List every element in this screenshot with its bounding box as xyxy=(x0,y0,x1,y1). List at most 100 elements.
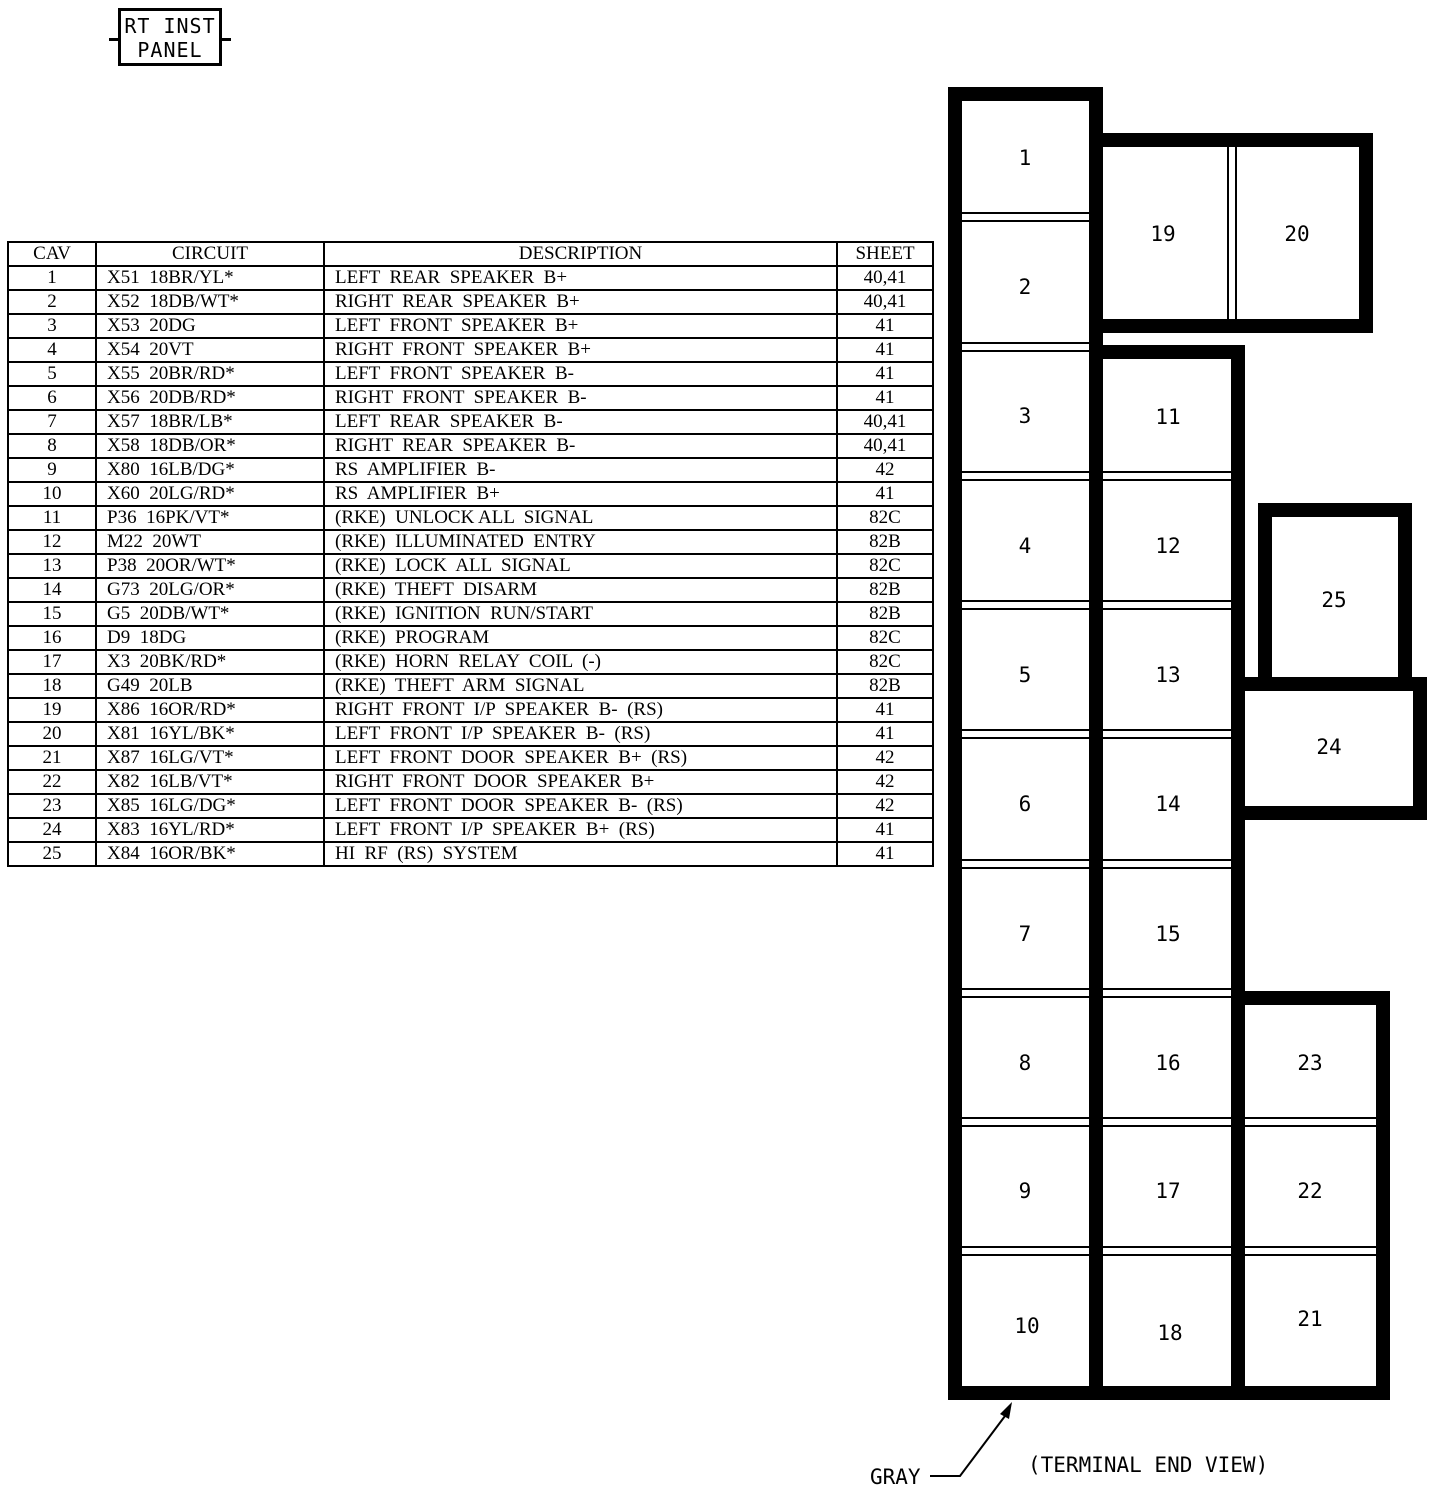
cell-description: (RKE) LOCK ALL SIGNAL xyxy=(323,553,838,579)
terminal-end-view-label: (TERMINAL END VIEW) xyxy=(1028,1453,1268,1477)
cell-description: LEFT FRONT SPEAKER B+ xyxy=(323,313,838,339)
cavity-block-19-20-outline xyxy=(1089,133,1373,333)
cell-cav: 6 xyxy=(7,385,97,411)
cell-cav: 15 xyxy=(7,601,97,627)
connector-color-label: GRAY xyxy=(870,1465,921,1489)
label-left-tick xyxy=(109,38,119,41)
cavity-label-2: 2 xyxy=(1019,275,1032,299)
cell-description: RS AMPLIFIER B- xyxy=(323,457,838,483)
cell-cav: 2 xyxy=(7,289,97,315)
cavity-label-22: 22 xyxy=(1297,1179,1322,1203)
cell-sheet: 41 xyxy=(836,697,934,723)
cell-sheet: 82C xyxy=(836,505,934,531)
header-cav: CAV xyxy=(7,241,97,267)
cell-description: RIGHT REAR SPEAKER B- xyxy=(323,433,838,459)
cell-description: LEFT REAR SPEAKER B- xyxy=(323,409,838,435)
cell-description: LEFT FRONT DOOR SPEAKER B- (RS) xyxy=(323,793,838,819)
cell-cav: 13 xyxy=(7,553,97,579)
cell-circuit: P36 16PK/VT* xyxy=(95,505,325,531)
cell-cav: 10 xyxy=(7,481,97,507)
cell-sheet: 82B xyxy=(836,601,934,627)
cell-sheet: 42 xyxy=(836,745,934,771)
cell-cav: 16 xyxy=(7,625,97,651)
connector-name-line2: PANEL xyxy=(137,38,203,62)
color-leader-arrow xyxy=(930,1402,1012,1477)
cell-circuit: P38 20OR/WT* xyxy=(95,553,325,579)
cavity-label-21: 21 xyxy=(1297,1307,1322,1331)
cell-sheet: 82B xyxy=(836,577,934,603)
cavity-label-5: 5 xyxy=(1019,663,1032,687)
cell-description: (RKE) THEFT DISARM xyxy=(323,577,838,603)
cell-circuit: X51 18BR/YL* xyxy=(95,265,325,291)
cavity-block-24-outline xyxy=(1231,677,1427,820)
cavity-label-20: 20 xyxy=(1284,222,1309,246)
cell-cav: 5 xyxy=(7,361,97,387)
cell-description: RIGHT FRONT SPEAKER B+ xyxy=(323,337,838,363)
cell-cav: 24 xyxy=(7,817,97,843)
cell-sheet: 42 xyxy=(836,769,934,795)
cell-circuit: X83 16YL/RD* xyxy=(95,817,325,843)
cell-circuit: G49 20LB xyxy=(95,673,325,699)
cell-cav: 12 xyxy=(7,529,97,555)
cell-circuit: X60 20LG/RD* xyxy=(95,481,325,507)
cell-sheet: 82C xyxy=(836,553,934,579)
cell-sheet: 42 xyxy=(836,793,934,819)
cell-description: (RKE) UNLOCK ALL SIGNAL xyxy=(323,505,838,531)
cell-sheet: 41 xyxy=(836,361,934,387)
cell-sheet: 41 xyxy=(836,313,934,339)
cell-circuit: X84 16OR/BK* xyxy=(95,841,325,867)
cell-sheet: 82B xyxy=(836,673,934,699)
cell-description: HI RF (RS) SYSTEM xyxy=(323,841,838,867)
cavity-label-25: 25 xyxy=(1321,588,1346,612)
cavity-separators xyxy=(962,212,1376,1256)
cell-sheet: 42 xyxy=(836,457,934,483)
cell-description: (RKE) IGNITION RUN/START xyxy=(323,601,838,627)
cell-circuit: X85 16LG/DG* xyxy=(95,793,325,819)
cell-description: RIGHT FRONT SPEAKER B- xyxy=(323,385,838,411)
cell-cav: 18 xyxy=(7,673,97,699)
cell-description: (RKE) HORN RELAY COIL (-) xyxy=(323,649,838,675)
cavity-label-13: 13 xyxy=(1155,663,1180,687)
cell-cav: 11 xyxy=(7,505,97,531)
cell-sheet: 41 xyxy=(836,721,934,747)
cell-sheet: 41 xyxy=(836,841,934,867)
cell-circuit: X56 20DB/RD* xyxy=(95,385,325,411)
cell-cav: 1 xyxy=(7,265,97,291)
header-description: DESCRIPTION xyxy=(323,241,838,267)
connector-name-line1: RT INST xyxy=(124,14,216,38)
cell-cav: 14 xyxy=(7,577,97,603)
cavity-label-14: 14 xyxy=(1155,792,1180,816)
cell-cav: 8 xyxy=(7,433,97,459)
cell-cav: 23 xyxy=(7,793,97,819)
cell-description: RIGHT FRONT DOOR SPEAKER B+ xyxy=(323,769,838,795)
cell-circuit: X57 18BR/LB* xyxy=(95,409,325,435)
table-header-row: CAV CIRCUIT DESCRIPTION SHEET xyxy=(7,241,934,267)
cell-cav: 9 xyxy=(7,457,97,483)
cavity-label-1: 1 xyxy=(1019,146,1032,170)
cavity-label-18: 18 xyxy=(1157,1321,1182,1345)
cell-circuit: X55 20BR/RD* xyxy=(95,361,325,387)
connector-name-label: RT INST PANEL xyxy=(109,8,231,66)
cell-description: LEFT FRONT I/P SPEAKER B+ (RS) xyxy=(323,817,838,843)
cell-cav: 3 xyxy=(7,313,97,339)
cavity-label-23: 23 xyxy=(1297,1051,1322,1075)
cell-circuit: X80 16LB/DG* xyxy=(95,457,325,483)
cell-sheet: 40,41 xyxy=(836,409,934,435)
cavity-label-19: 19 xyxy=(1150,222,1175,246)
cell-description: RS AMPLIFIER B+ xyxy=(323,481,838,507)
header-circuit: CIRCUIT xyxy=(95,241,325,267)
cavity-column-2-outline xyxy=(1089,345,1245,1400)
cavity-label-6: 6 xyxy=(1019,792,1032,816)
cell-cav: 25 xyxy=(7,841,97,867)
